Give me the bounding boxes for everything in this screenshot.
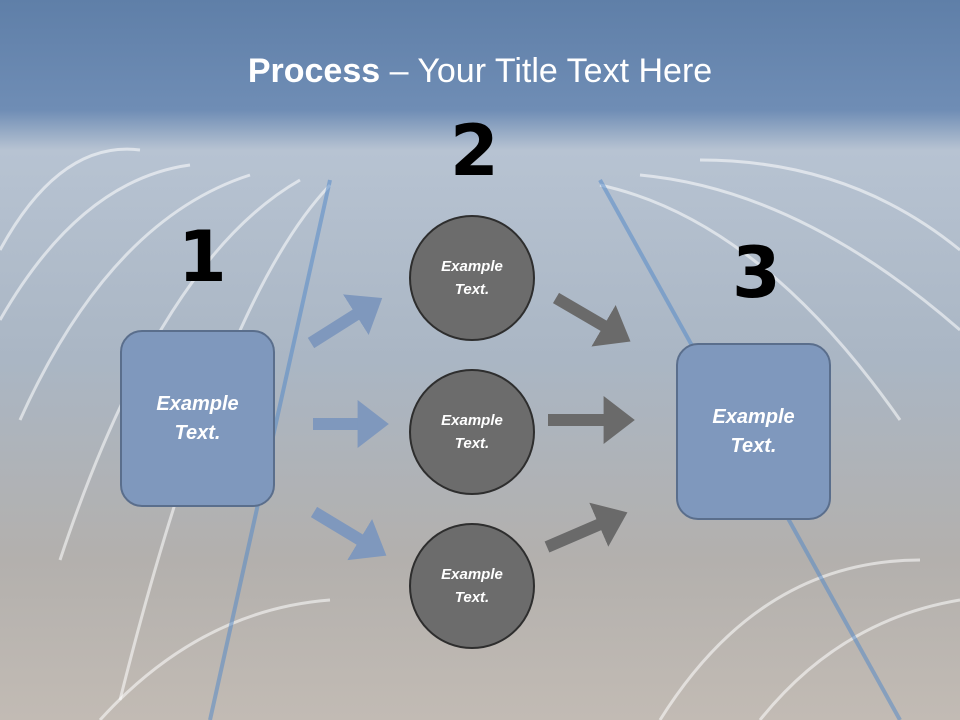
step-number-1: 1 xyxy=(178,216,227,298)
title-rest: – Your Title Text Here xyxy=(380,52,713,90)
circle-2-text: Example Text. xyxy=(441,412,503,452)
arrow-left-up xyxy=(307,294,383,349)
left-box-text: Example Text. xyxy=(156,392,239,444)
arrow-left-down xyxy=(310,506,387,561)
right-box: Example Text. xyxy=(676,343,831,520)
circle-1: Example Text. xyxy=(409,215,535,341)
circle-3-text: Example Text. xyxy=(441,566,503,606)
circle-1-text: Example Text. xyxy=(441,258,503,298)
step-number-2: 2 xyxy=(450,110,499,192)
circle-2: Example Text. xyxy=(409,369,535,495)
title-bold: Process xyxy=(247,52,381,90)
right-box-text: Example Text. xyxy=(712,405,795,457)
arrow-right-up xyxy=(544,502,628,553)
arrow-right-down xyxy=(552,292,631,347)
step-number-3: 3 xyxy=(732,232,781,314)
left-box: Example Text. xyxy=(120,330,275,507)
slide-title: Process – Your Title Text Here xyxy=(0,52,960,91)
circle-3: Example Text. xyxy=(409,523,535,649)
